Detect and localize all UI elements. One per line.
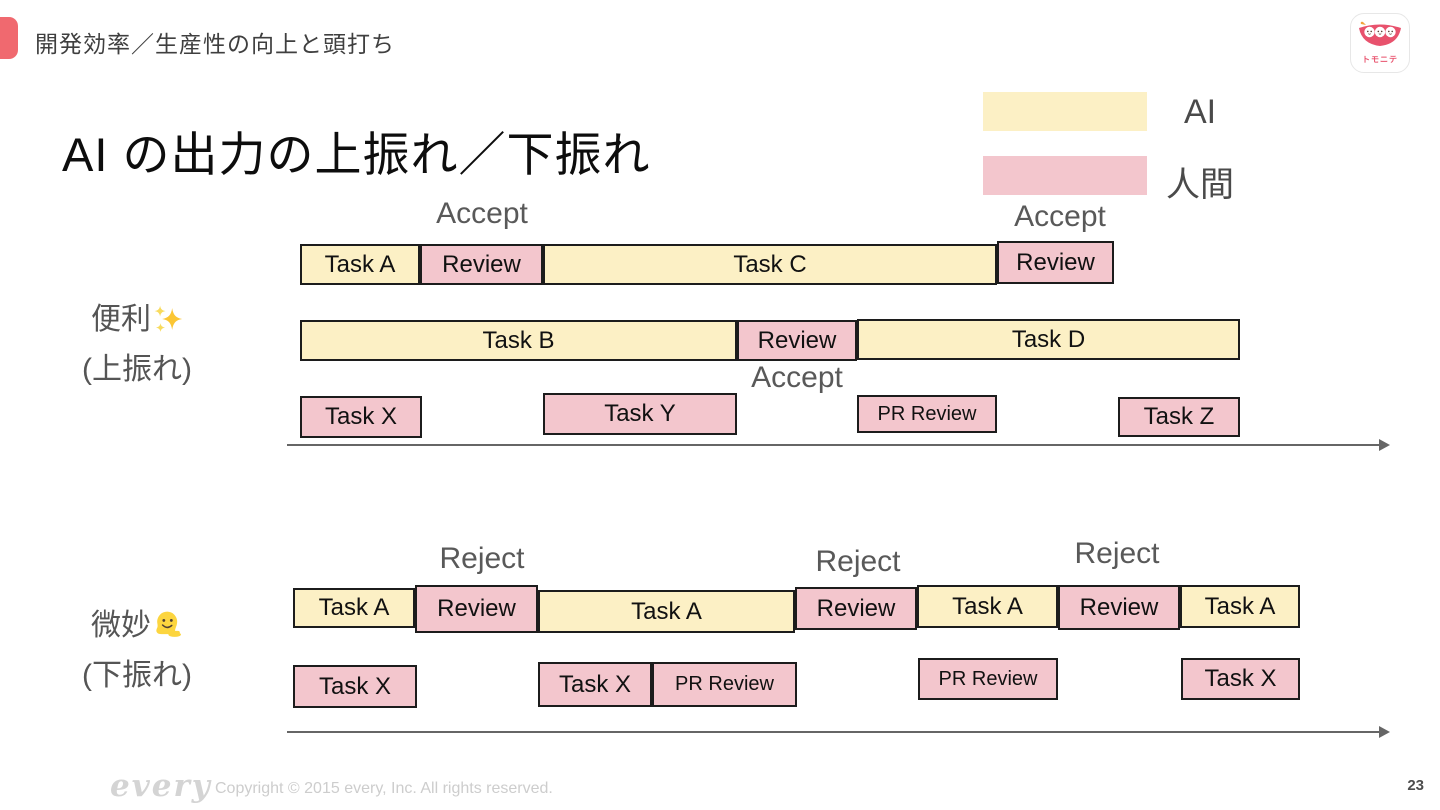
task-box: Task A (300, 244, 420, 285)
task-box: Task Z (1118, 397, 1240, 437)
task-box: Task B (300, 320, 737, 361)
reject-label-2: Reject (815, 545, 901, 578)
task-box: Task A (293, 588, 415, 628)
band-downside-label-line2: (下振れ) (82, 659, 192, 692)
task-box: Review (420, 244, 543, 285)
accept-label-3: Accept (751, 361, 843, 394)
accept-label-2: Accept (1014, 200, 1106, 233)
band-downside-label-line1: 微妙 (27, 603, 247, 653)
tomonite-pod-icon (1357, 21, 1403, 53)
legend-human-swatch (983, 156, 1147, 195)
task-box: Task X (538, 662, 652, 707)
task-box: Task X (293, 665, 417, 708)
task-box: Task X (300, 396, 422, 438)
legend-ai-swatch (983, 92, 1147, 131)
band-downside-label: 微妙 (下振れ) (27, 603, 247, 698)
copyright-text: Copyright © 2015 every, Inc. All rights … (215, 780, 553, 797)
slide-title: AI の出力の上振れ／下振れ (62, 128, 651, 181)
task-box: Task X (1181, 658, 1300, 700)
timeline-arrow-downside (287, 726, 1390, 738)
task-box: PR Review (918, 658, 1058, 700)
reject-label-3: Reject (1074, 537, 1160, 570)
legend-ai-label: AI (1184, 93, 1217, 131)
task-box: Task A (1180, 585, 1300, 628)
band-upside-label-line1: 便利 (27, 297, 247, 347)
legend-human-label: 人間 (1166, 166, 1234, 204)
page-number: 23 (1407, 777, 1424, 794)
task-box: Task C (543, 244, 997, 285)
sparkles-icon (153, 302, 183, 347)
band-upside-label: 便利 (上振れ) (27, 297, 247, 392)
arrowhead-icon (1379, 726, 1390, 738)
task-box: PR Review (652, 662, 797, 707)
header-accent-bar (0, 17, 18, 59)
arrowhead-icon (1379, 439, 1390, 451)
task-box: Review (1058, 585, 1180, 630)
melting-face-icon (153, 608, 183, 653)
task-box: Task A (917, 585, 1058, 628)
task-box: Review (737, 320, 857, 361)
every-logo: every (110, 768, 212, 804)
task-box: Task A (538, 590, 795, 633)
task-box: PR Review (857, 395, 997, 433)
header-title: 開発効率／生産性の向上と頭打ち (35, 31, 395, 57)
task-box: Task D (857, 319, 1240, 360)
timeline-arrow-upside (287, 439, 1390, 451)
tomonite-logo-text: トモニテ (1362, 55, 1398, 64)
task-box: Task Y (543, 393, 737, 435)
accept-label-1: Accept (436, 197, 528, 230)
band-upside-label-line2: (上振れ) (82, 353, 192, 386)
task-box: Review (795, 587, 917, 630)
reject-label-1: Reject (439, 542, 525, 575)
task-box: Review (997, 241, 1114, 284)
task-box: Review (415, 585, 538, 633)
tomonite-logo: トモニテ (1350, 13, 1410, 73)
